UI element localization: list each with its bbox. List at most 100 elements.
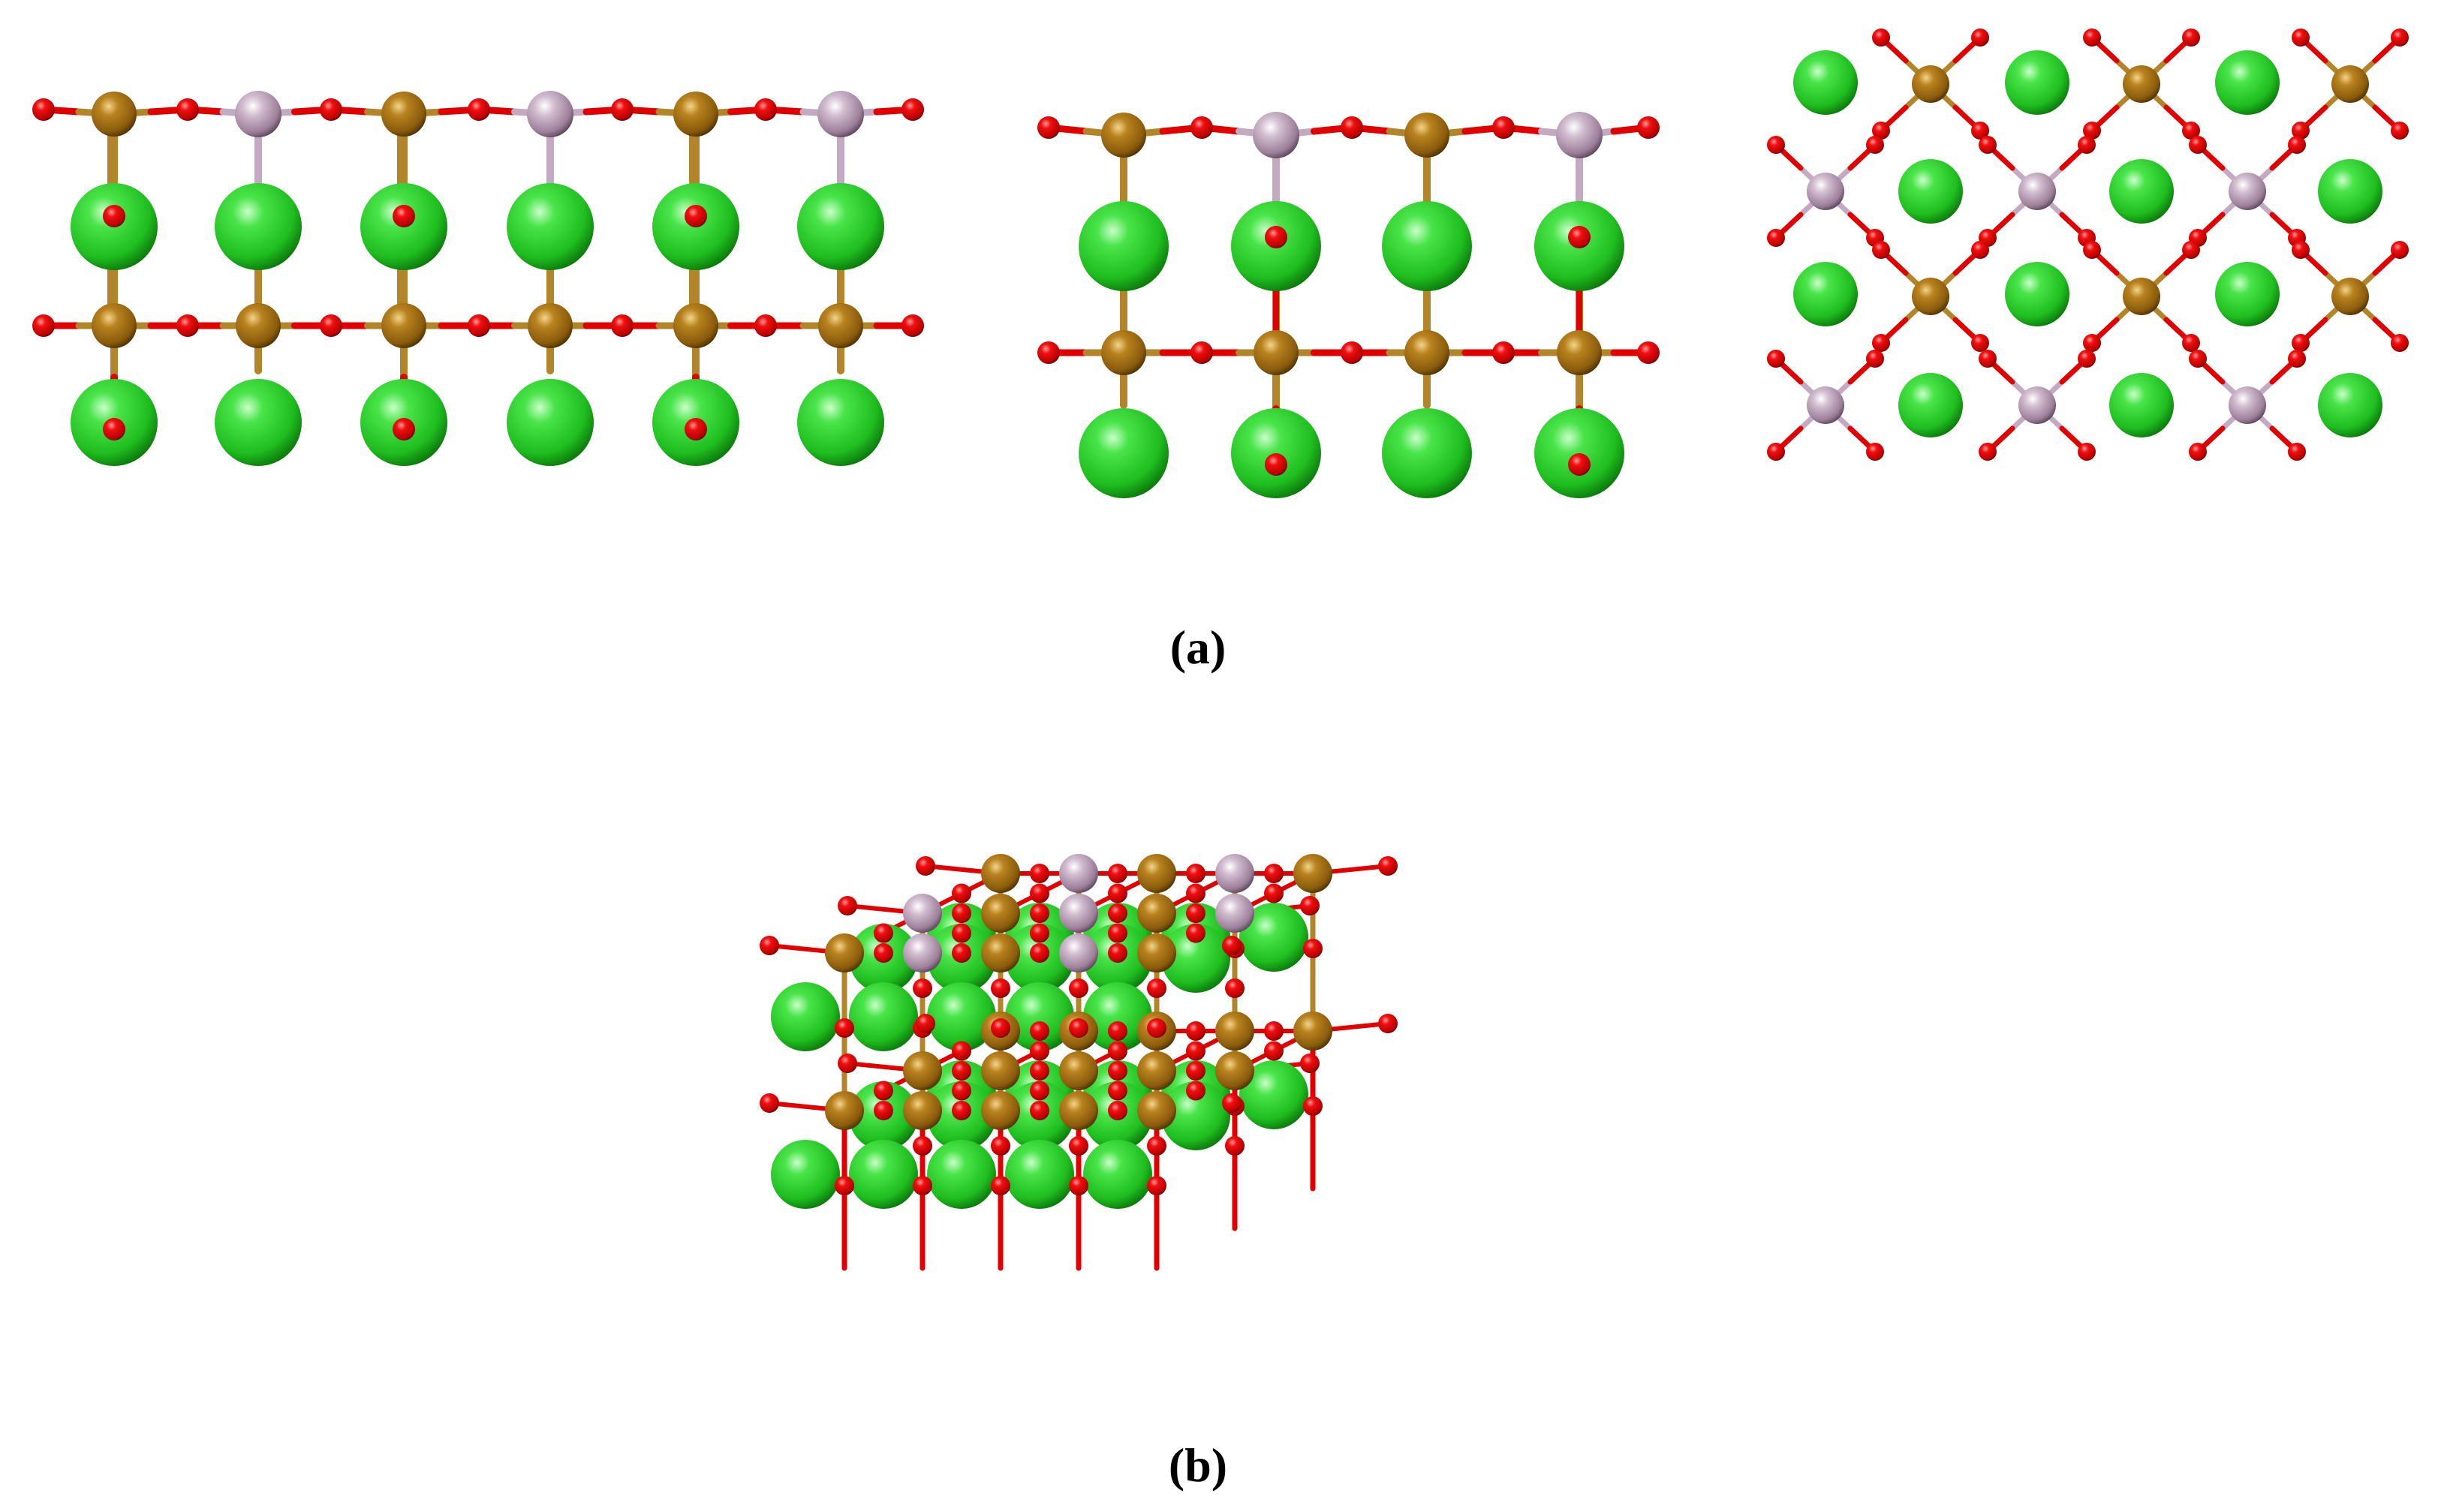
red-sphere-atom <box>2288 443 2306 461</box>
red-sphere-atom <box>2189 136 2207 154</box>
red-sphere-atom <box>1108 943 1127 963</box>
brown-sphere-atom <box>1912 65 1949 103</box>
red-sphere-atom <box>1069 1136 1088 1156</box>
red-sphere-atom <box>838 896 857 915</box>
red-sphere-atom <box>1030 1081 1049 1101</box>
red-sphere-atom <box>1637 341 1660 364</box>
green-sphere-atom <box>1005 1140 1074 1209</box>
brown-sphere-atom <box>981 933 1020 972</box>
red-sphere-atom <box>393 418 415 440</box>
green-sphere-atom <box>507 183 594 270</box>
red-sphere-atom <box>760 936 779 955</box>
red-sphere-atom <box>1568 226 1591 248</box>
red-sphere-atom <box>2182 241 2200 259</box>
red-sphere-atom <box>2182 29 2200 47</box>
red-sphere-atom <box>1030 1061 1049 1081</box>
red-sphere-atom <box>32 314 55 337</box>
red-sphere-atom <box>1108 864 1127 883</box>
red-sphere-atom <box>874 1101 893 1120</box>
red-sphere-atom <box>1108 923 1127 943</box>
green-sphere-atom <box>849 1140 918 1209</box>
brown-sphere-atom <box>1912 278 1949 315</box>
red-sphere-atom <box>1108 1101 1127 1120</box>
atom-layer <box>32 29 2409 1209</box>
red-sphere-atom <box>2391 334 2409 352</box>
red-sphere-atom <box>1190 341 1213 364</box>
red-sphere-atom <box>913 1176 932 1195</box>
red-sphere-atom <box>685 418 707 440</box>
green-sphere-atom <box>2109 159 2174 224</box>
red-sphere-atom <box>1186 864 1205 883</box>
brown-sphere-atom <box>903 1091 942 1130</box>
red-sphere-atom <box>1108 1061 1127 1081</box>
red-sphere-atom <box>1030 1021 1049 1041</box>
red-sphere-atom <box>1568 453 1591 476</box>
red-sphere-atom <box>2078 136 2096 154</box>
green-sphere-atom <box>507 379 594 466</box>
red-sphere-atom <box>1225 1136 1245 1156</box>
red-sphere-atom <box>1378 1014 1398 1033</box>
red-sphere-atom <box>2189 350 2207 368</box>
mauve-sphere-atom <box>1059 894 1098 933</box>
red-sphere-atom <box>916 856 935 876</box>
green-sphere-atom <box>1898 373 1963 437</box>
brown-sphere-atom <box>1059 1091 1098 1130</box>
red-sphere-atom <box>1866 350 1884 368</box>
green-sphere-atom <box>1793 50 1858 115</box>
red-sphere-atom <box>1872 334 1890 352</box>
mauve-sphere-atom <box>2018 386 2056 424</box>
brown-sphere-atom <box>1293 1012 1332 1051</box>
red-sphere-atom <box>2182 334 2200 352</box>
red-sphere-atom <box>1300 896 1320 915</box>
red-sphere-atom <box>2182 122 2200 140</box>
red-sphere-atom <box>2078 350 2096 368</box>
red-sphere-atom <box>1971 334 1989 352</box>
red-sphere-atom <box>991 978 1010 998</box>
red-sphere-atom <box>1186 883 1205 903</box>
brown-sphere-atom <box>981 1051 1020 1090</box>
red-sphere-atom <box>1147 1018 1166 1038</box>
brown-sphere-atom <box>1254 330 1299 375</box>
brown-sphere-atom <box>1137 1091 1176 1130</box>
brown-sphere-atom <box>2331 278 2369 315</box>
red-sphere-atom <box>2083 29 2101 47</box>
red-sphere-atom <box>1767 350 1785 368</box>
panel-label-a: (a) <box>1169 621 1227 674</box>
brown-sphere-atom <box>673 92 718 137</box>
red-sphere-atom <box>838 1054 857 1073</box>
red-sphere-atom <box>1030 1101 1049 1120</box>
red-sphere-atom <box>991 1136 1010 1156</box>
red-sphere-atom <box>1265 453 1287 476</box>
green-sphere-atom <box>771 1140 840 1209</box>
red-sphere-atom <box>874 923 893 943</box>
red-sphere-atom <box>2083 334 2101 352</box>
red-sphere-atom <box>952 883 971 903</box>
red-sphere-atom <box>1030 923 1049 943</box>
red-sphere-atom <box>103 205 125 227</box>
red-sphere-atom <box>1037 341 1060 364</box>
brown-sphere-atom <box>1137 854 1176 893</box>
green-sphere-atom <box>2215 262 2280 326</box>
red-sphere-atom <box>913 978 932 998</box>
red-sphere-atom <box>1069 1176 1088 1195</box>
mauve-sphere-atom <box>235 91 281 137</box>
red-sphere-atom <box>913 1136 932 1156</box>
red-sphere-atom <box>1971 122 1989 140</box>
red-sphere-atom <box>2189 443 2207 461</box>
green-sphere-atom <box>927 1140 996 1209</box>
green-sphere-atom <box>1161 1081 1230 1150</box>
red-sphere-atom <box>760 1093 779 1113</box>
red-sphere-atom <box>1108 1041 1127 1061</box>
brown-sphere-atom <box>825 933 864 972</box>
red-sphere-atom <box>1108 1081 1127 1101</box>
green-sphere-atom <box>1005 982 1074 1051</box>
mauve-sphere-atom <box>903 894 942 933</box>
red-sphere-atom <box>1378 856 1398 876</box>
brown-sphere-atom <box>1137 1051 1176 1090</box>
red-sphere-atom <box>874 1081 893 1101</box>
red-sphere-atom <box>1147 1136 1166 1156</box>
red-sphere-atom <box>1069 978 1088 998</box>
red-sphere-atom <box>1108 1021 1127 1041</box>
red-sphere-atom <box>952 903 971 923</box>
red-sphere-atom <box>901 314 924 337</box>
